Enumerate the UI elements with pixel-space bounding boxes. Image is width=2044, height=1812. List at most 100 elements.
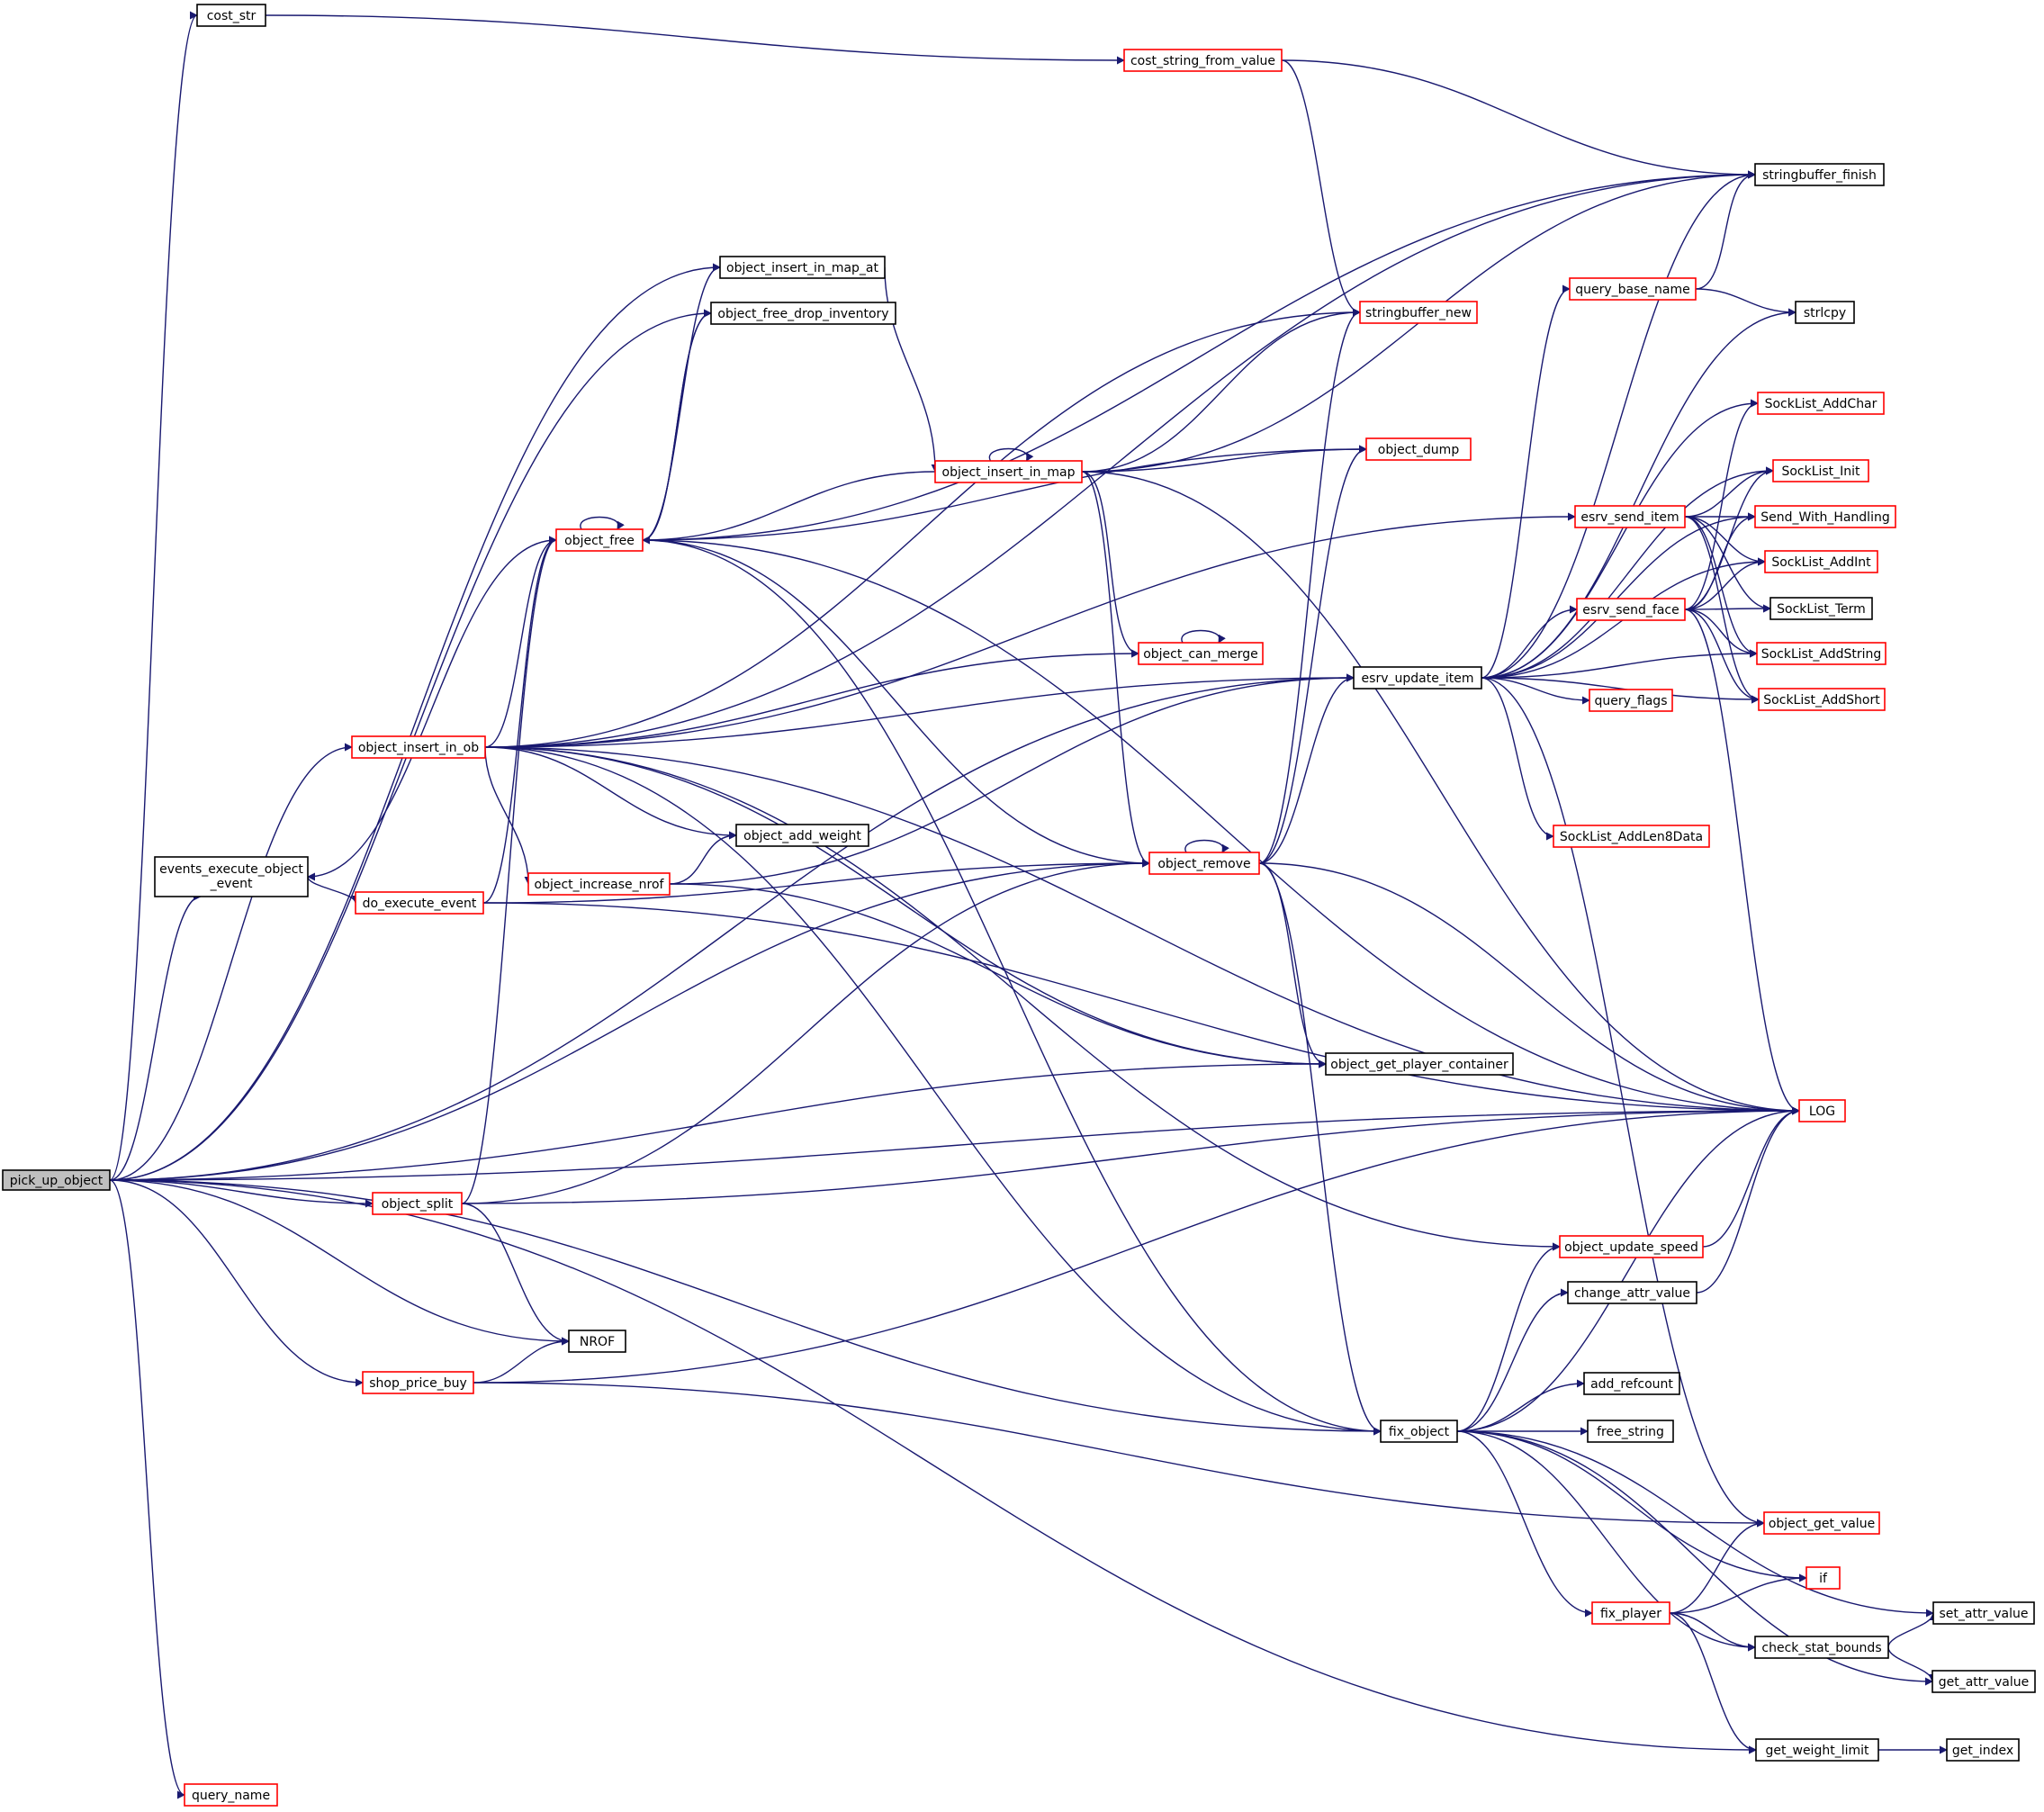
node-send-with-handling[interactable]: Send_With_Handling [1754,505,1896,528]
node-query-flags[interactable]: query_flags [1589,689,1673,712]
edge-pick-up-object-to-get-weight-limit [109,1179,1757,1754]
node-label: add_refcount [1590,1377,1673,1392]
node-add-refcount[interactable]: add_refcount [1583,1372,1680,1395]
node-box [555,528,644,552]
node-label: object_split [382,1197,454,1212]
node-object-get-value[interactable]: object_get_value [1763,1511,1880,1535]
edge-pick-up-object-to-shop-price-buy [109,1179,364,1387]
edge-esrv-update-item-to-query-flags [1481,677,1590,705]
node-label: if [1819,1572,1828,1586]
node-label: stringbuffer_finish [1762,168,1877,183]
node-strlcpy[interactable]: strlcpy [1795,301,1855,324]
node-box [735,824,869,847]
node-object-add-weight[interactable]: object_add_weight [735,824,869,847]
edge-esrv-send-item-to-socklist-addshort [1684,516,1760,704]
edge-object-insert-in-map-to-stringbuffer-new [1081,308,1361,473]
node-check-stat-bounds[interactable]: check_stat_bounds [1754,1636,1889,1659]
edge-cost-string-from-value-to-stringbuffer-finish [1281,59,1756,179]
edge-do-execute-event-to-object-free [482,536,557,904]
node-box [1795,301,1855,324]
node-shop-price-buy[interactable]: shop_price_buy [362,1371,474,1394]
node-set-attr-value[interactable]: set_attr_value [1932,1601,2035,1625]
edge-object-split-to-object-free [461,536,557,1204]
node-label: check_stat_bounds [1761,1641,1881,1655]
node-label: object_insert_in_map [942,465,1076,480]
node-get-weight-limit[interactable]: get_weight_limit [1755,1738,1879,1762]
node-esrv-send-item[interactable]: esrv_send_item [1574,505,1686,528]
node-box [1591,1601,1670,1625]
node-do-execute-event[interactable]: do_execute_event [355,891,484,915]
node-nrof[interactable]: NROF [568,1330,626,1353]
node-fix-player[interactable]: fix_player [1591,1601,1670,1625]
node-label: events_execute_object [159,862,303,877]
node-label: SockList_Term [1777,602,1866,617]
edge-object-insert-in-ob-to-object-can-merge [484,649,1139,748]
node-box [1946,1738,2020,1762]
node-label: _event [210,877,253,891]
edge-esrv-update-item-to-esrv-send-face [1481,605,1578,679]
edge-esrv-send-face-to-socklist-addshort [1684,609,1760,704]
node-object-can-merge[interactable]: object_can_merge [1138,642,1264,665]
edge-pick-up-object-to-object-split [109,1179,374,1208]
node-log[interactable]: LOG [1798,1099,1846,1122]
edge-check-stat-bounds-to-set-attr-value [1887,1612,1938,1648]
node-fix-object[interactable]: fix_object [1380,1420,1458,1443]
node-object-update-speed[interactable]: object_update_speed [1559,1235,1704,1258]
node-label: SockList_AddLen8Data [1560,830,1703,844]
node-esrv-send-face[interactable]: esrv_send_face [1576,598,1686,621]
node-socklist-addlen8data[interactable]: SockList_AddLen8Data [1553,825,1710,848]
node-socklist-addstring[interactable]: SockList_AddString [1756,642,1886,665]
node-pick-up-object[interactable]: pick_up_object [2,1169,111,1191]
node-label: object_free [564,534,635,548]
node-socklist-init[interactable]: SockList_Init [1772,459,1869,482]
edge-object-insert-in-ob-to-object-get-player-container [484,746,1327,1068]
node-label: pick_up_object [10,1174,104,1188]
edge-change-attr-value-to-log [1696,1106,1800,1294]
edge-fix-player-to-if [1669,1573,1807,1614]
node-socklist-term[interactable]: SockList_Term [1769,597,1873,620]
node-object-increase-nrof[interactable]: object_increase_nrof [527,872,671,896]
edge-object-free-to-stringbuffer-finish [642,170,1756,541]
edge-object-remove-to-object-remove [1184,839,1229,853]
node-object-split[interactable]: object_split [372,1192,463,1215]
node-object-remove[interactable]: object_remove [1148,852,1260,875]
node-object-insert-in-ob[interactable]: object_insert_in_ob [351,735,486,759]
node-events-execute-object-event[interactable]: events_execute_object_event [154,856,309,897]
node-get-index[interactable]: get_index [1946,1738,2020,1762]
node-get-attr-value[interactable]: get_attr_value [1931,1670,2036,1693]
node-free-string[interactable]: free_string [1587,1420,1674,1443]
node-if[interactable]: if [1805,1566,1841,1590]
node-change-attr-value[interactable]: change_attr_value [1567,1281,1697,1304]
node-object-insert-in-map-at[interactable]: object_insert_in_map_at [719,256,886,279]
node-box [1758,688,1886,711]
node-label: object_increase_nrof [535,878,665,892]
edge-query-base-name-to-stringbuffer-finish [1695,170,1756,290]
node-query-name[interactable]: query_name [184,1783,278,1807]
node-esrv-update-item[interactable]: esrv_update_item [1353,666,1482,690]
edge-esrv-update-item-to-socklist-addshort [1481,677,1760,704]
node-stringbuffer-finish[interactable]: stringbuffer_finish [1754,163,1885,186]
node-socklist-addchar[interactable]: SockList_AddChar [1757,392,1885,415]
node-box [1365,437,1472,461]
node-box [1123,49,1283,72]
node-object-dump[interactable]: object_dump [1365,437,1472,461]
edge-pick-up-object-to-fix-object [109,1179,1382,1436]
node-label: SockList_AddString [1761,647,1882,662]
edge-pick-up-object-to-cost-str [109,11,198,1181]
node-object-free[interactable]: object_free [555,528,644,552]
node-object-insert-in-map[interactable]: object_insert_in_map [934,460,1083,483]
node-label: free_string [1597,1425,1664,1439]
node-stringbuffer-new[interactable]: stringbuffer_new [1359,301,1478,324]
edge-pick-up-object-to-object-insert-in-ob [109,743,353,1181]
node-cost-str[interactable]: cost_str [196,4,266,27]
node-socklist-addshort[interactable]: SockList_AddShort [1758,688,1886,711]
node-object-free-drop-inventory[interactable]: object_free_drop_inventory [710,302,896,325]
node-socklist-addint[interactable]: SockList_AddInt [1764,550,1878,573]
node-cost-string-from-value[interactable]: cost_string_from_value [1123,49,1283,72]
edge-object-free-drop-inventory-to-object-free [642,312,712,545]
node-label: get_index [1952,1744,2013,1758]
node-label: SockList_AddShort [1763,693,1880,708]
node-query-base-name[interactable]: query_base_name [1569,277,1697,301]
node-object-get-player-container[interactable]: object_get_player_container [1325,1052,1514,1076]
edge-object-insert-in-ob-to-log [484,746,1800,1115]
